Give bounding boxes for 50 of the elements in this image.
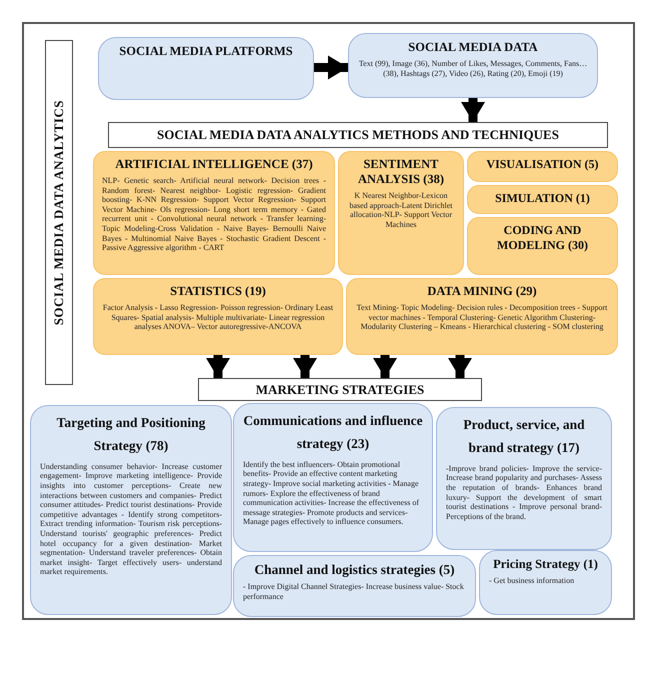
box-description: NLP- Genetic search- Artificial neural network- Decision trees - Random forest- Nearest neighbor- Logistic regression- Gradient boosting- K-NN Regression- Support Vector Regression- Support Vector Machine- Ols regression- Long short term memory - Gated recurrent unit - Convolutional neural network - Transfer learning- Topic Modeling-Cross Validation - Naive Bayes- Bernoulli Naive Bayes - Multinomial Naive Bayes - Stochastic Gradient Descent -Passive Aggressive algorithm - CART [102,176,326,253]
box-description: Factor Analysis - Lasso Regression- Poisson regression- Ordinary Least Squares- Spatial analysis- Multiple multivariate- Linear regression analyses ANOVA– Vector autoregressive-ANCOVA [102,303,334,332]
strategy-box [348,33,598,98]
strategy-box [233,403,433,552]
box-title: CODING AND MODELING (30) [496,223,589,253]
box-title: SOCIAL MEDIA DATA ANALYTICS METHODS AND TECHNIQUES [157,127,559,143]
arrow [314,56,348,80]
box-title: Channel and logistics strategies (5) [254,562,455,578]
method-box [346,278,618,355]
box-title: ARTIFICIAL INTELLIGENCE (37) [115,157,313,172]
heading-box [108,122,608,148]
box-description: -Improve brand policies- Improve the service- Increase brand popularity and purchases- Assess the reputation of brands- Enhances brand luxury- Support the development of smart tourist destinations - Improve personal brand- Perceptions of the brand. [446,464,602,522]
box-title: SOCIAL MEDIA PLATFORMS [119,44,293,59]
strategy-box [98,37,314,100]
box-description: K Nearest Neighbor-Lexicon based approach-Latent Dirichlet allocation-NLP- Support Vector Machines [348,191,454,230]
strategy-box [436,407,612,550]
box-title: Communications and influence strategy (23) [243,412,423,453]
box-title: MARKETING STRATEGIES [256,382,424,398]
box-title: DATA MINING (29) [427,284,537,299]
arrow [373,355,397,378]
arrow [293,355,317,378]
box-description: Text (99), Image (36), Number of Likes, Messages, Comments, Fans… (38), Hashtags (27), Video (26), Rating (20), Emoji (19) [358,59,588,78]
box-title: Pricing Strategy (1) [493,557,598,572]
method-box [93,151,335,275]
method-box [338,151,464,275]
box-title: Targeting and Positioning Strategy (78) [56,414,206,455]
arrow [461,98,485,122]
box-description: - Improve Digital Channel Strategies- Increase business value- Stock performance [243,582,465,602]
method-box [467,217,618,275]
heading-box [45,40,73,385]
box-title: SOCIAL MEDIA DATA [408,40,538,55]
box-title: SOCIAL MEDIA DATA ANALYTICS [51,100,67,326]
box-title: Product, service, and brand strategy (17) [462,416,586,457]
arrow [206,355,230,378]
box-description: Identify the best influencers- Obtain promotional benefits- Provide an effective content marketing strategy- Improve social marketing activities - Manage rumors- Explore the effectiveness of brand communication activities- Increase the effectiveness of message strategies- Promote products and services- Manage pages effectively to influence consumers. [243,460,420,528]
strategy-box [233,555,476,617]
box-title: SIMULATION (1) [495,191,590,206]
box-description: Understanding consumer behavior- Increase customer engagement- Improve marketing intelligence- Provide insights into customer perceptions- Create new interactions between customers and companies- Predict consumer attitudes- Predict tourist destinations- Provide competitive advantages - Identify strong competitors- Extract trending information- Tourism risk perceptions- Understand tourists' geographic preferences- Predict hotel occupancy for a given destination- Market segmentation- Understand traveler preferences- Obtain market insight- Target effectively users- understand market requirements. [40,462,222,577]
heading-box [198,378,482,401]
strategy-box [30,405,232,615]
method-box [93,278,343,355]
box-description: - Get business information [489,576,576,586]
box-title: VISUALISATION (5) [486,157,599,172]
method-box [467,151,618,182]
strategy-box [479,550,612,615]
box-description: Text Mining- Topic Modeling- Decision rules - Decomposition trees - Support vector machines - Temporal Clustering- Genetic Algorithm Clustering- Modularity Clustering – Kmeans - Hierarchical clustering - SOM clustering [356,303,608,332]
box-title: STATISTICS (19) [170,284,266,299]
method-box [467,185,618,214]
arrow [448,355,472,378]
box-title: SENTIMENT ANALYSIS (38) [356,157,446,187]
